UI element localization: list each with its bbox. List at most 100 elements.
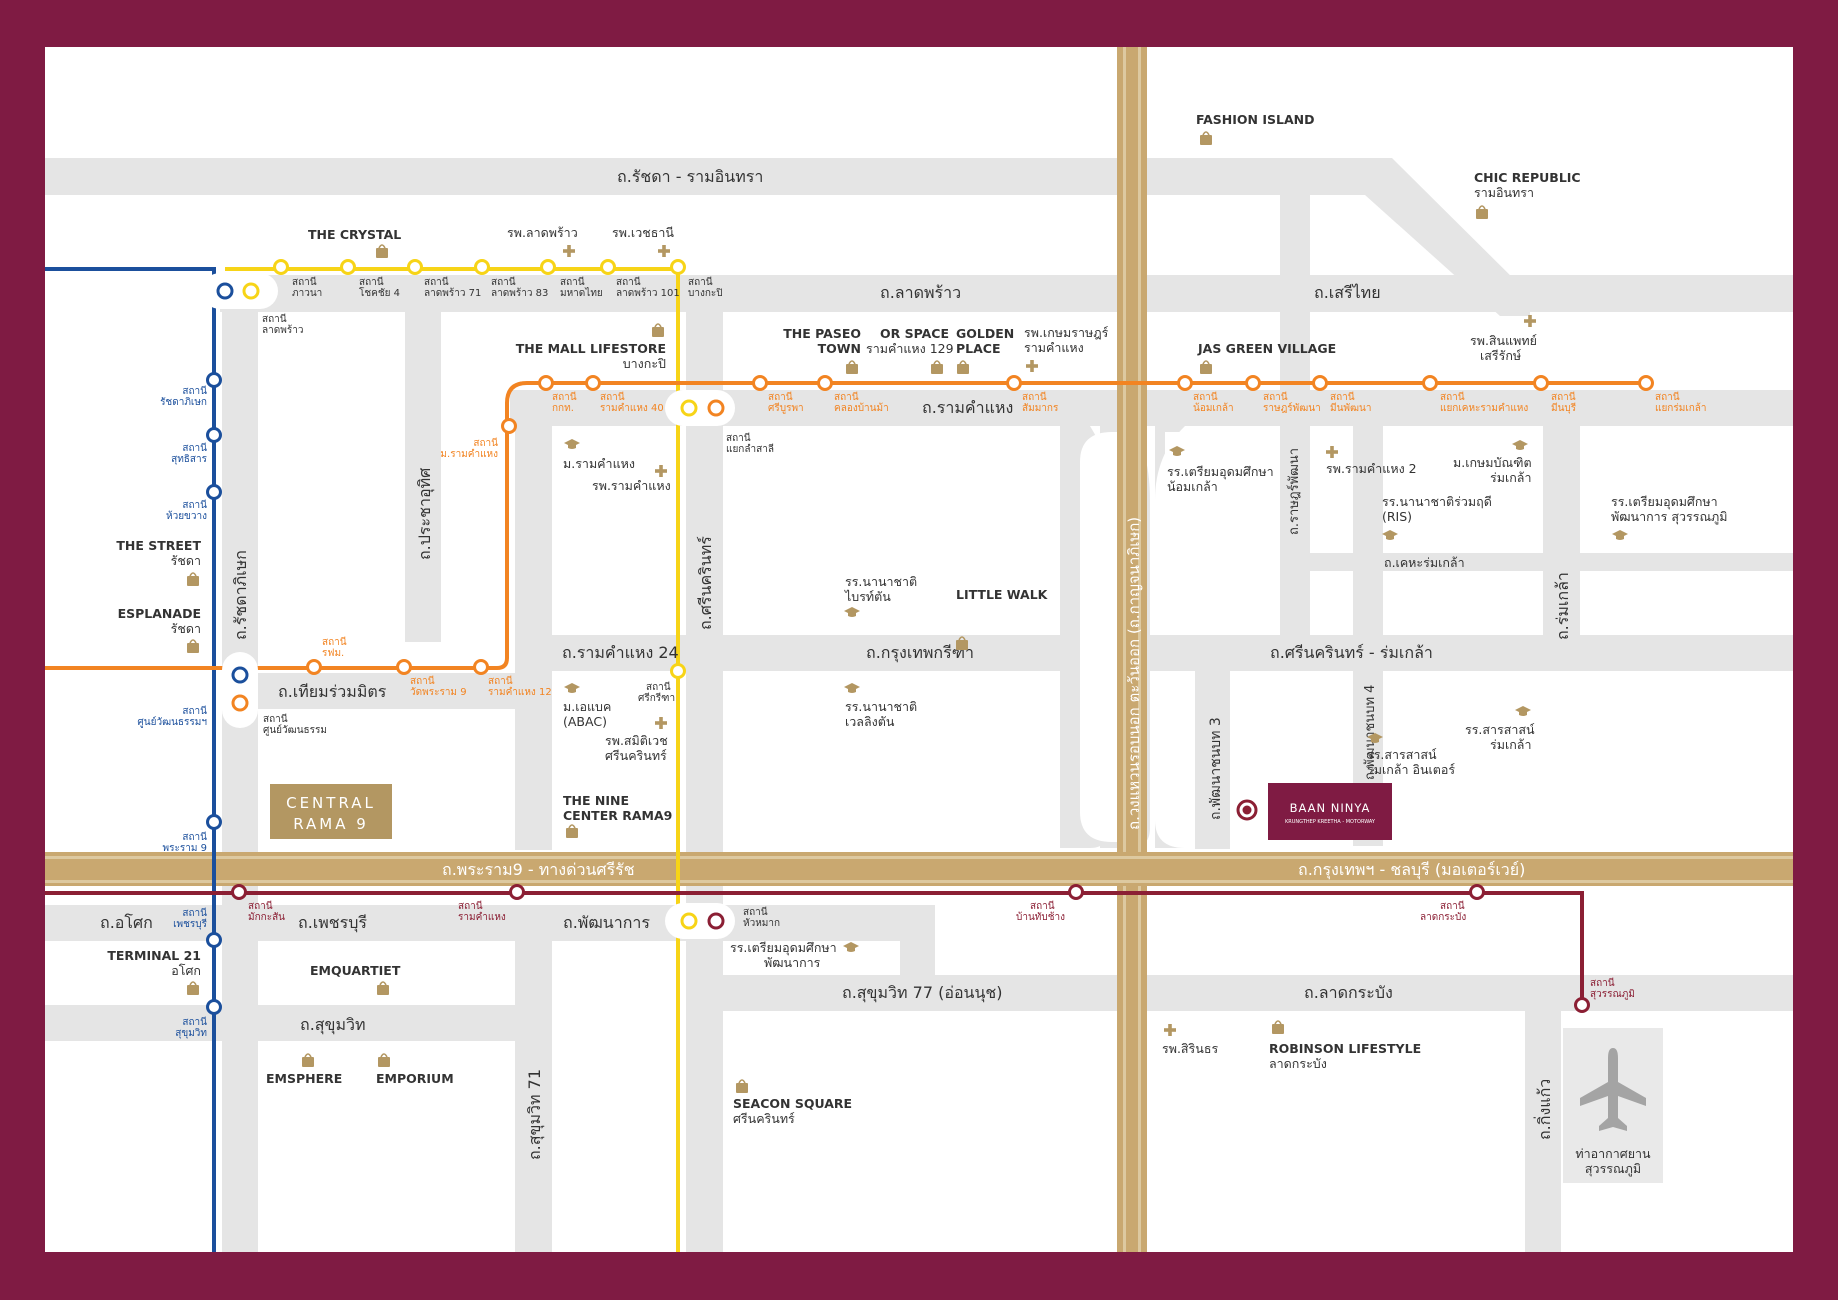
station-sutthisan[interactable] (206, 427, 222, 443)
interchange-yellow-lam-sali[interactable] (680, 399, 698, 417)
station-ladprao101[interactable] (600, 259, 616, 275)
station-wat-phra-ram9[interactable] (396, 659, 412, 675)
station-ramkhamhaeng-arl[interactable] (509, 884, 525, 900)
station-krm[interactable] (538, 375, 554, 391)
station-ramkhamhaeng12[interactable] (473, 659, 489, 675)
poi-triam-noiklao-1: รร.เตรียมอุดมศึกษา (1167, 464, 1274, 480)
station-mahat-thai[interactable] (540, 259, 556, 275)
road-tiam-ruam-mit (258, 673, 515, 709)
station-yaek-kheha-ram[interactable] (1422, 375, 1438, 391)
station-ramkhamhaeng40[interactable] (585, 375, 601, 391)
label-phatthanakan: ถ.พัฒนาการ (563, 913, 650, 932)
stn-chokchai4-1: สถานี (359, 276, 384, 288)
central-logo-line1: CENTRAL (286, 794, 376, 812)
label-lat-krabang: ถ.ลาดกระบัง (1304, 983, 1393, 1002)
interchange-blue-cultural[interactable] (231, 666, 249, 684)
station-min-buri[interactable] (1533, 375, 1549, 391)
interchange-orange-lam-sali[interactable] (707, 399, 725, 417)
label-rama9-expressway: ถ.พระราม9 - ทางด่วนศรีรัช (442, 860, 635, 879)
stn-phetchaburi-2: เพชรบุรี (173, 918, 208, 930)
station-huai-khwang[interactable] (206, 484, 222, 500)
highways (45, 47, 1793, 1252)
baan-ninya-project[interactable]: BAAN NINYA KRUNGTHEP KREETHA - MOTORWAY (1236, 783, 1392, 840)
stn-ram40-1: สถานี (600, 391, 625, 403)
label-ladprao: ถ.ลาดพร้าว (880, 283, 961, 302)
interchange-yellow-hua-mak[interactable] (680, 912, 698, 930)
station-suvarnabhumi[interactable] (1574, 997, 1590, 1013)
poi-ladprao-hosp: รพ.ลาดพร้าว (507, 225, 578, 240)
poi-chic-republic-2: รามอินทรา (1474, 185, 1534, 200)
stn-cultural-l-1: สถานี (182, 705, 207, 717)
road-sukhumvit77 (720, 975, 1793, 1011)
poi-sirindhorn: รพ.สิรินธร (1162, 1041, 1218, 1056)
station-ban-thap-chang[interactable] (1068, 884, 1084, 900)
stn-kawna-1: สถานี (292, 276, 317, 288)
label-serithai: ถ.เสรีไทย (1314, 283, 1381, 302)
interchange-orange-cultural[interactable] (231, 694, 249, 712)
station-ladprao83[interactable] (474, 259, 490, 275)
label-sukhumvit71: ถ.สุขุมวิท 71 (525, 1069, 545, 1160)
station-min-phatthana[interactable] (1312, 375, 1328, 391)
interchange-red-hua-mak[interactable] (707, 912, 725, 930)
station-khlong-ban-ma[interactable] (817, 375, 833, 391)
station-noi-klao[interactable] (1177, 375, 1193, 391)
poi-robinson-2: ลาดกระบัง (1269, 1056, 1327, 1071)
station-ratchadaphisek[interactable] (206, 372, 222, 388)
stn-mahatthai-1: สถานี (560, 276, 585, 288)
stn-rama9-1: สถานี (182, 831, 207, 843)
station-kawna[interactable] (273, 259, 289, 275)
interchange-yellow-ladprao[interactable] (242, 282, 260, 300)
poi-ris-1: รร.นานาชาติร่วมฤดี (1382, 494, 1492, 509)
airport-name-1: ท่าอากาศยาน (1575, 1146, 1651, 1161)
poi-chic-republic-1: CHIC REPUBLIC (1474, 170, 1581, 185)
stn-khlongbanma-1: สถานี (834, 391, 859, 403)
stn-minburi-1: สถานี (1551, 391, 1576, 403)
station-sukhumvit[interactable] (206, 999, 222, 1015)
stn-minphatthana-2: มีนพัฒนา (1330, 402, 1372, 414)
stn-romklao-2: แยกร่มเกล้า (1655, 402, 1707, 414)
project-name: BAAN NINYA (1290, 801, 1371, 815)
road-krungthep-kreetha (552, 635, 1793, 671)
station-rama9[interactable] (206, 814, 222, 830)
stn-bangkapi-2: บางกะปิ (688, 288, 723, 299)
interchange-blue-ladprao[interactable] (216, 282, 234, 300)
label-king-kaeo: ถ.กิ่งแก้ว (1533, 1079, 1554, 1140)
station-si-kritha[interactable] (670, 663, 686, 679)
stn-sutthisan-2: สุทธิสาร (171, 454, 208, 465)
station-rat-phatthana[interactable] (1245, 375, 1261, 391)
stn-huamak-1: สถานี (743, 906, 768, 918)
stn-suvarnabhumi-1: สถานี (1590, 977, 1615, 989)
station-phetchaburi[interactable] (206, 932, 222, 948)
stn-sammakon-2: สัมมากร (1022, 403, 1059, 414)
poi-golden-place-1: GOLDEN (956, 326, 1014, 341)
stn-ratphatthana-1: สถานี (1263, 391, 1288, 403)
station-chokchai4[interactable] (340, 259, 356, 275)
stn-ladprao71-1: สถานี (424, 276, 449, 288)
stn-khehar-1: สถานี (1440, 391, 1465, 403)
station-makkasan[interactable] (231, 884, 247, 900)
airplane-icon (1580, 1048, 1646, 1131)
stn-ladprao83-1: สถานี (491, 276, 516, 288)
station-bang-kapi[interactable] (670, 259, 686, 275)
station-lat-krabang[interactable] (1469, 884, 1485, 900)
poi-labels: FASHION ISLAND CHIC REPUBLIC รามอินทรา T… (107, 112, 1727, 1126)
poi-bright-1: รร.นานาชาติ (845, 574, 917, 589)
station-sammakon[interactable] (1006, 375, 1022, 391)
poi-emsphere: EMSPHERE (266, 1071, 342, 1086)
stn-suvarnabhumi-2: สุวรรณภูมิ (1590, 989, 1635, 1000)
station-si-burapha[interactable] (752, 375, 768, 391)
stn-sukhumvit-1: สถานี (182, 1016, 207, 1028)
project-label-box[interactable] (1268, 783, 1392, 840)
station-ladprao71[interactable] (407, 259, 423, 275)
stn-makkasan-1: สถานี (248, 900, 273, 912)
poi-triam-psv-1: รร.เตรียมอุดมศึกษา (1611, 494, 1718, 510)
poi-paseo-2: TOWN (818, 341, 861, 356)
road-ratchadaphisek (222, 275, 258, 1252)
station-yaek-romklao[interactable] (1638, 375, 1654, 391)
station-markers[interactable] (206, 259, 1654, 1015)
stn-khlongbanma-2: คลองบ้านม้า (834, 402, 889, 414)
station-ram-university[interactable] (501, 418, 517, 434)
station-rfm[interactable] (306, 659, 322, 675)
poi-esplanade-2: รัชดา (171, 621, 201, 636)
